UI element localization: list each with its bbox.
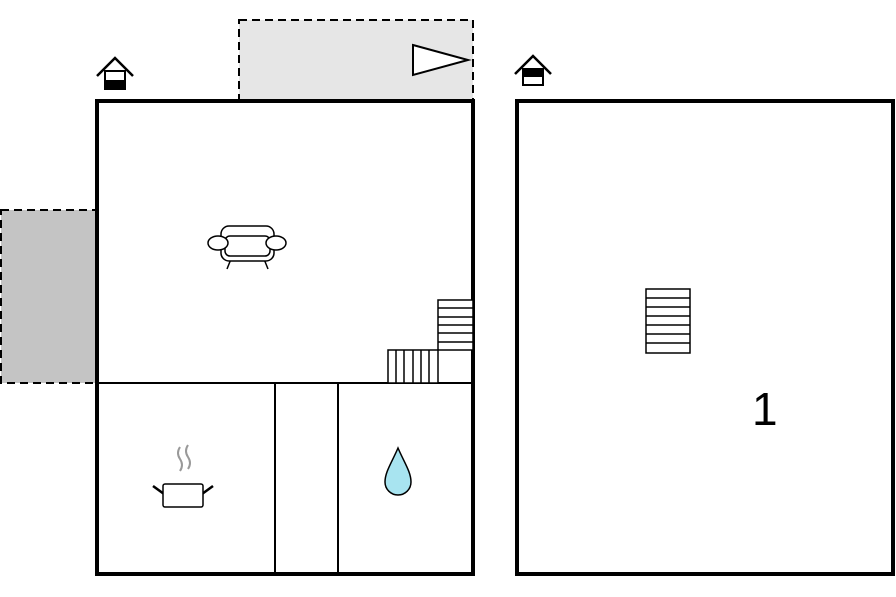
ground-floor — [95, 99, 475, 576]
house-floor-marker-upper-icon — [514, 54, 552, 86]
stairs-icon — [645, 288, 691, 354]
house-floor-marker-ground-icon — [96, 56, 134, 90]
sun-direction-icon — [412, 43, 472, 77]
sofa-icon — [207, 225, 287, 270]
first-floor — [515, 99, 895, 576]
terrace-left — [0, 209, 98, 384]
cooking-pot-icon — [152, 444, 214, 508]
room-number-label: 1 — [752, 383, 778, 435]
water-drop-icon — [384, 446, 412, 496]
ground-floor-outline — [95, 99, 475, 576]
stairs-ground-lower-flight — [387, 349, 439, 384]
stairs-ground-upper-flight — [437, 299, 474, 351]
first-floor-outline — [515, 99, 895, 576]
